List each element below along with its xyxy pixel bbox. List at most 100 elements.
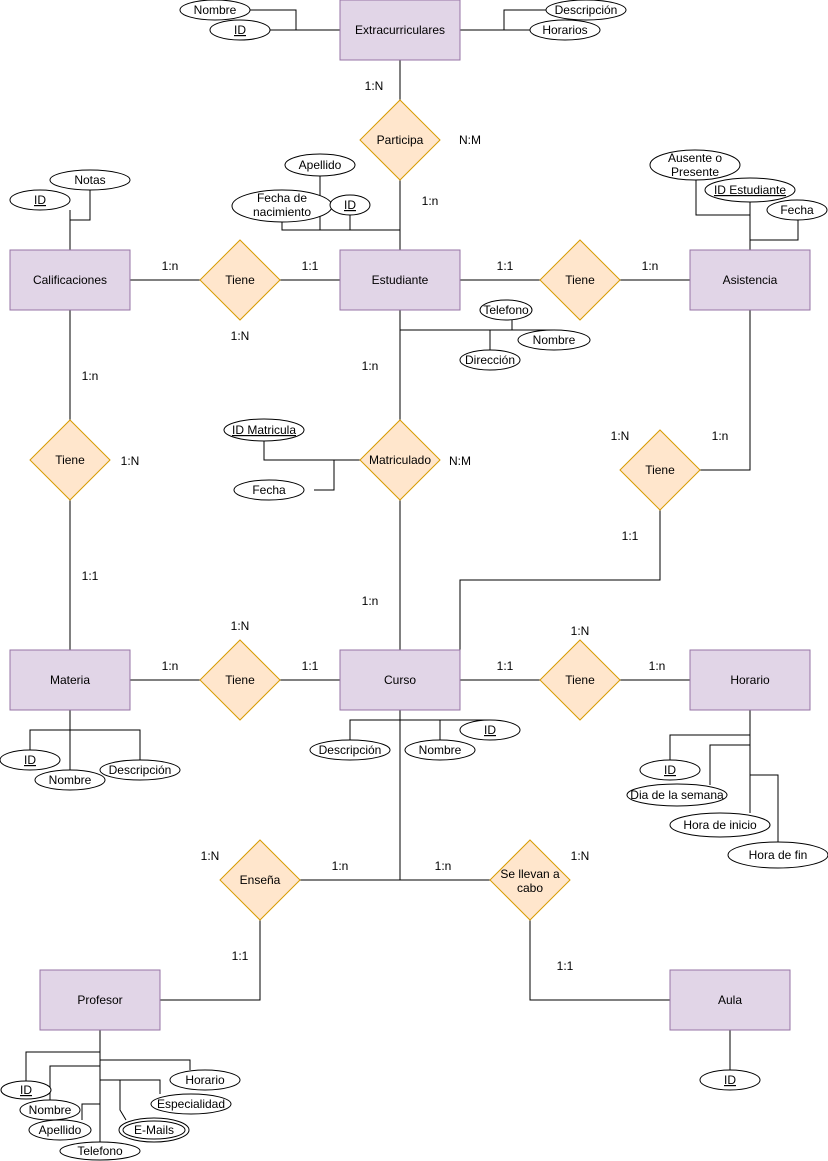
relationship-tiene-asistencia-curso[interactable]: Tiene <box>619 429 701 511</box>
cardinality-label: 1:N <box>201 849 220 863</box>
attribute-curso-id[interactable]: ID <box>459 719 521 741</box>
attribute-curso-nombre[interactable]: Nombre <box>404 739 476 761</box>
attribute-label: Dia de la semana <box>630 788 724 802</box>
attribute-extra-descripcion[interactable]: Descripción <box>545 0 627 21</box>
relationship-tiene-curso-horario[interactable]: Tiene <box>539 639 621 721</box>
entity-materia[interactable]: Materia <box>9 649 131 711</box>
edge-prof-horario <box>100 1059 191 1070</box>
attribute-label: Nombre <box>29 1103 72 1117</box>
cardinality-label: 1:n <box>362 359 379 373</box>
cardinality-label: 1:N <box>231 329 250 343</box>
relationship-participa[interactable]: Participa <box>359 99 441 181</box>
attribute-est-id[interactable]: ID <box>329 194 371 216</box>
attribute-materia-id[interactable]: ID <box>0 749 61 771</box>
attribute-prof-id[interactable]: ID <box>0 1080 52 1100</box>
entity-profesor[interactable]: Profesor <box>39 969 161 1031</box>
attribute-label: Horario <box>185 1073 225 1087</box>
relationship-label: Tiene <box>225 673 255 687</box>
attribute-label-key: ID <box>724 1073 736 1087</box>
attribute-est-direccion[interactable]: Dirección <box>459 349 521 371</box>
attribute-prof-emails-multivalued[interactable]: E-Mails <box>118 1117 190 1143</box>
attribute-hor-inicio[interactable]: Hora de inicio <box>669 812 771 838</box>
attribute-label: E-Mails <box>134 1123 174 1137</box>
attribute-label: Telefono <box>77 1144 123 1158</box>
relationship-tiene-materia-curso[interactable]: Tiene <box>199 639 281 721</box>
attribute-est-fecha-nacimiento[interactable]: Fecha de nacimiento <box>231 189 333 223</box>
cardinality-label: 1:N <box>121 454 140 468</box>
relationship-label: Tiene <box>565 273 595 287</box>
attribute-prof-telefono[interactable]: Telefono <box>59 1141 141 1161</box>
edge-materia-attrs <box>29 729 141 760</box>
cardinality-label: 1:n <box>642 259 659 273</box>
attribute-hor-dia-semana[interactable]: Dia de la semana <box>626 783 728 807</box>
attribute-calif-id[interactable]: ID <box>9 189 71 211</box>
cardinality-label: 1:1 <box>302 259 319 273</box>
attribute-calif-notas[interactable]: Notas <box>49 169 131 191</box>
attribute-aula-id[interactable]: ID <box>699 1069 761 1091</box>
attribute-materia-descripcion[interactable]: Descripción <box>99 759 181 781</box>
relationship-label: Tiene <box>645 463 675 477</box>
edge-prof-apellido <box>81 1103 100 1120</box>
attribute-prof-horario[interactable]: Horario <box>169 1069 241 1091</box>
cardinality-label: 1:n <box>649 659 666 673</box>
cardinality-label: 1:n <box>362 594 379 608</box>
cardinality-label: 1:n <box>435 859 452 873</box>
cardinality-label: 1:1 <box>497 259 514 273</box>
entity-calificaciones[interactable]: Calificaciones <box>9 249 131 311</box>
attribute-extra-nombre[interactable]: Nombre <box>179 0 251 21</box>
attribute-est-nombre[interactable]: Nombre <box>517 329 591 351</box>
cardinality-label: 1:1 <box>302 659 319 673</box>
relationship-label: Tiene <box>565 673 595 687</box>
attribute-label-line1: Ausente o <box>668 151 722 165</box>
cardinality-label: 1:n <box>162 659 179 673</box>
edge-est-telefono <box>400 320 513 331</box>
attribute-prof-especialidad[interactable]: Especialidad <box>150 1093 232 1115</box>
entity-label: Aula <box>718 993 742 1007</box>
entity-label: Profesor <box>77 993 122 1007</box>
relationship-se-llevan-a-cabo[interactable]: Se llevan a cabo <box>489 839 571 921</box>
diagram-edges <box>25 9 799 1142</box>
entity-label: Materia <box>50 673 90 687</box>
attribute-prof-nombre[interactable]: Nombre <box>19 1099 81 1121</box>
cardinality-label: 1:N <box>365 79 384 93</box>
attribute-curso-descripcion[interactable]: Descripción <box>309 739 391 761</box>
entity-curso[interactable]: Curso <box>339 649 461 711</box>
cardinality-label: 1:n <box>712 429 729 443</box>
entity-estudiante[interactable]: Estudiante <box>339 249 461 311</box>
relationship-tiene-estudiante-asistencia[interactable]: Tiene <box>539 239 621 321</box>
edge-est-fecha <box>281 222 320 231</box>
edge-extra-descripcion <box>460 9 546 31</box>
relationship-tiene-calificaciones-materia[interactable]: Tiene <box>29 419 111 501</box>
attribute-label-line1: Fecha de <box>257 191 307 205</box>
attribute-est-telefono[interactable]: Telefono <box>479 299 533 321</box>
entity-asistencia[interactable]: Asistencia <box>689 249 811 311</box>
attribute-label-key: ID <box>20 1083 32 1097</box>
edge-calif-notas <box>70 190 91 221</box>
entity-extracurriculares[interactable]: Extracurriculares <box>339 0 461 61</box>
cardinality-label: N:M <box>459 133 481 147</box>
relationship-label: Enseña <box>240 873 281 887</box>
attribute-asis-id-estudiante[interactable]: ID Estudiante <box>704 177 796 203</box>
attribute-asis-ausente-presente[interactable]: Ausente o Presente <box>649 149 741 181</box>
attribute-hor-id[interactable]: ID <box>639 759 701 781</box>
relationship-matriculado[interactable]: Matriculado <box>359 419 441 501</box>
attribute-mat-fecha[interactable]: Fecha <box>233 479 305 501</box>
attribute-prof-apellido[interactable]: Apellido <box>28 1119 92 1141</box>
entity-label: Estudiante <box>372 273 429 287</box>
attribute-mat-id-matricula[interactable]: ID Matricula <box>223 418 305 442</box>
attribute-materia-nombre[interactable]: Nombre <box>34 769 106 791</box>
attribute-extra-horarios[interactable]: Horarios <box>529 19 601 41</box>
attribute-asis-fecha[interactable]: Fecha <box>766 199 828 221</box>
relationship-label: Tiene <box>225 273 255 287</box>
relationship-tiene-calificaciones-estudiante[interactable]: Tiene <box>199 239 281 321</box>
attribute-hor-fin[interactable]: Hora de fin <box>727 841 828 869</box>
entity-horario[interactable]: Horario <box>689 649 811 711</box>
entity-aula[interactable]: Aula <box>669 969 791 1031</box>
attribute-label: Apellido <box>299 158 342 172</box>
edge-ensena-profesor <box>160 920 261 1001</box>
relationship-ensena[interactable]: Enseña <box>219 839 301 921</box>
attribute-extra-id[interactable]: ID <box>209 19 271 41</box>
attribute-est-apellido[interactable]: Apellido <box>284 153 356 177</box>
